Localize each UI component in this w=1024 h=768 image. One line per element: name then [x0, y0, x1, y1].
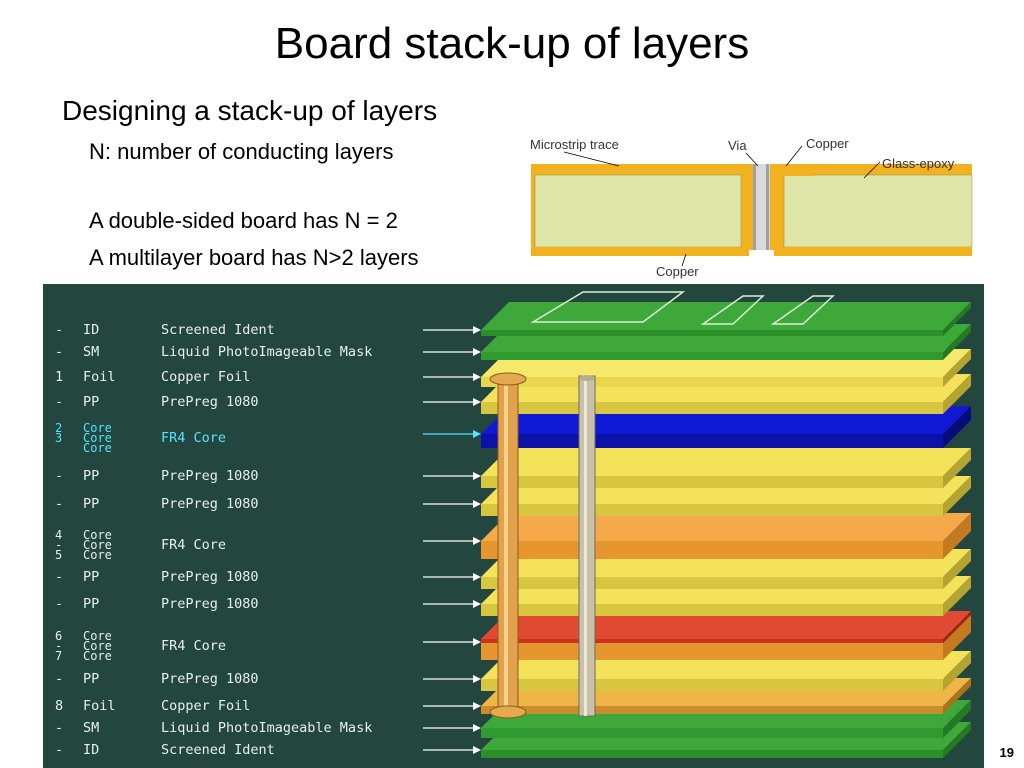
- stackup-row: 6 - 7 Core Core Core FR4 Core: [43, 630, 473, 662]
- stackup-layer-description: Screened Ident: [161, 742, 275, 758]
- stackup-layer-number: -: [55, 344, 64, 360]
- stackup-layer-type: PP: [83, 468, 100, 484]
- label-copper-top: Copper: [806, 136, 849, 151]
- stackup-layer-description: FR4 Core: [161, 638, 227, 654]
- stackup-arrow: [423, 326, 481, 334]
- stackup-layer-type: SM: [83, 720, 100, 736]
- stackup-layer-description: Liquid PhotoImageable Mask: [161, 720, 373, 736]
- board-cross-section: [531, 145, 973, 267]
- stackup-layer-description: FR4 Core: [161, 537, 227, 553]
- stackup-layer-type: Core Core Core: [83, 528, 112, 562]
- vias: [489, 372, 596, 719]
- stackup-layer-type: ID: [83, 322, 100, 338]
- stackup-arrow: [423, 724, 481, 732]
- stackup-layer-description: PrePreg 1080: [161, 496, 259, 512]
- layer-copper: [481, 611, 971, 643]
- stackup-layer-number: 1: [55, 369, 64, 385]
- stackup-row: 1 Foil Copper Foil: [43, 367, 473, 387]
- slide-title: Board stack-up of layers: [274, 19, 750, 68]
- stackup-arrow: [423, 348, 481, 356]
- stackup-arrow: [423, 638, 481, 646]
- stackup-layer-type: PP: [83, 671, 100, 687]
- stackup-layer-number: -: [55, 671, 64, 687]
- stackup-layer-type: Core Core Core: [83, 629, 112, 663]
- stackup-arrow: [423, 373, 481, 381]
- stackup-layer-type: PP: [83, 569, 100, 585]
- stackup-arrow: [423, 472, 481, 480]
- stackup-row: - PP PrePreg 1080: [43, 392, 473, 412]
- stackup-layer-number: -: [55, 394, 64, 410]
- text-line-multilayer: A multilayer board has N>2 layers: [89, 245, 419, 270]
- stackup-layer-number: -: [55, 569, 64, 585]
- stackup-arrow: [423, 600, 481, 608]
- stackup-layer-number: 4 - 5: [55, 528, 63, 562]
- stackup-row: - PP PrePreg 1080: [43, 494, 473, 514]
- stackup-layer-number: -: [55, 468, 64, 484]
- stackup-row: 4 - 5 Core Core Core FR4 Core: [43, 529, 473, 561]
- stackup-layer-number: -: [55, 496, 64, 512]
- stackup-layer-description: PrePreg 1080: [161, 394, 259, 410]
- stackup-layer-number: 2 3: [55, 421, 63, 445]
- stackup-row: - SM Liquid PhotoImageable Mask: [43, 718, 473, 738]
- stackup-layer-number: -: [55, 596, 64, 612]
- layer-ident-top: [481, 302, 971, 336]
- stackup-row: - ID Screened Ident: [43, 320, 473, 340]
- stackup-layer-description: PrePreg 1080: [161, 671, 259, 687]
- stackup-layer-type: SM: [83, 344, 100, 360]
- stackup-row: 2 3 Core Core Core FR4 Core: [43, 422, 473, 454]
- stackup-layer-description: Copper Foil: [161, 698, 251, 714]
- stackup-layer-description: PrePreg 1080: [161, 596, 259, 612]
- stackup-arrow: [423, 398, 481, 406]
- stackup-layer-number: -: [55, 742, 64, 758]
- label-via: Via: [728, 138, 747, 153]
- stackup-layer-type: PP: [83, 596, 100, 612]
- stackup-layer-number: -: [55, 322, 64, 338]
- text-line-n-definition: N: number of conducting layers: [89, 139, 394, 164]
- stackup-layer-number: 8: [55, 698, 64, 714]
- stackup-layer-description: Copper Foil: [161, 369, 251, 385]
- stackup-arrow: [423, 746, 481, 754]
- stackup-layer-description: Screened Ident: [161, 322, 275, 338]
- stackup-layer-description: PrePreg 1080: [161, 569, 259, 585]
- stackup-layer-description: PrePreg 1080: [161, 468, 259, 484]
- stackup-row: - PP PrePreg 1080: [43, 567, 473, 587]
- stackup-illustration: - ID Screened Ident - SM Liquid PhotoImageabl…: [43, 284, 984, 768]
- stackup-row: - ID Screened Ident: [43, 740, 473, 760]
- stackup-layer-type: ID: [83, 742, 100, 758]
- stackup-layer-number: -: [55, 720, 64, 736]
- stackup-row: - PP PrePreg 1080: [43, 669, 473, 689]
- stackup-arrow: [423, 500, 481, 508]
- stackup-arrow: [423, 430, 481, 438]
- stackup-layer-description: Liquid PhotoImageable Mask: [161, 344, 373, 360]
- stackup-layer-type: Core Core Core: [83, 421, 112, 455]
- layer-core: [481, 513, 971, 559]
- label-microstrip-trace: Microstrip trace: [530, 137, 619, 152]
- stackup-layer-type: PP: [83, 394, 100, 410]
- stackup-row: - PP PrePreg 1080: [43, 466, 473, 486]
- slide-subtitle: Designing a stack-up of layers: [62, 95, 438, 126]
- stackup-layer-description: FR4 Core: [161, 430, 227, 446]
- stackup-arrow: [423, 702, 481, 710]
- page-number: 19: [999, 745, 1014, 760]
- cross-section-diagram: Microstrip trace Via Copper Glass-epoxy …: [530, 136, 973, 279]
- stackup-arrow: [423, 537, 481, 545]
- stackup-arrow: [423, 573, 481, 581]
- stackup-3d-drawing: [423, 291, 971, 758]
- stackup-row: - PP PrePreg 1080: [43, 594, 473, 614]
- label-copper-bottom: Copper: [656, 264, 699, 279]
- stackup-layer-number: 6 - 7: [55, 629, 63, 663]
- stackup-arrow: [423, 675, 481, 683]
- stackup-layer-type: PP: [83, 496, 100, 512]
- stackup-row: - SM Liquid PhotoImageable Mask: [43, 342, 473, 362]
- stackup-row: 8 Foil Copper Foil: [43, 696, 473, 716]
- text-line-double-sided: A double-sided board has N = 2: [89, 208, 398, 233]
- top-layer-traces: [530, 291, 835, 325]
- label-glass-epoxy: Glass-epoxy: [882, 156, 955, 171]
- stackup-layer-type: Foil: [83, 698, 116, 714]
- layer-pp: [481, 448, 971, 488]
- stackup-layer-type: Foil: [83, 369, 116, 385]
